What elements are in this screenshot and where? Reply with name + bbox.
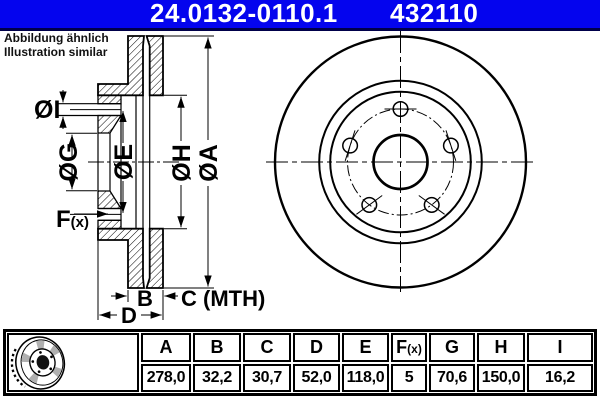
header-cell-c: C bbox=[243, 333, 291, 362]
label-dia-e: ØE bbox=[110, 144, 138, 180]
part-number: 24.0132-0110.1 bbox=[150, 0, 338, 28]
value-cell-b: 32,2 bbox=[193, 364, 241, 392]
header-cell-b: B bbox=[193, 333, 241, 362]
technical-drawing: ØA ØH ØE ØG ØI F(x) B C (MTH) D bbox=[34, 31, 535, 328]
brake-disc-icon bbox=[10, 335, 66, 390]
value-cell-f: 5 bbox=[391, 364, 427, 392]
label-dia-g: ØG bbox=[55, 143, 83, 182]
label-dia-a: ØA bbox=[195, 144, 223, 182]
value-cell-h: 150,0 bbox=[477, 364, 525, 392]
header-cell-a: A bbox=[141, 333, 191, 362]
note-line-en: Illustration similar bbox=[4, 44, 108, 59]
label-dia-h: ØH bbox=[168, 144, 196, 182]
label-c: C (MTH) bbox=[181, 286, 265, 311]
header-cell-i: I bbox=[527, 333, 593, 362]
front-view bbox=[266, 31, 535, 292]
dimension-labels: ØA ØH ØE ØG ØI F(x) B C (MTH) D bbox=[34, 96, 265, 328]
value-cell-g: 70,6 bbox=[429, 364, 475, 392]
value-cell-d: 52,0 bbox=[293, 364, 340, 392]
cross-section-view bbox=[58, 35, 180, 289]
note-line-de: Abbildung ähnlich bbox=[4, 31, 109, 45]
label-f: F(x) bbox=[56, 206, 89, 233]
header-cell-g: G bbox=[429, 333, 475, 362]
reference-number: 432110 bbox=[390, 0, 479, 28]
label-d: D bbox=[121, 303, 137, 328]
header-bar: 24.0132-0110.1 432110 bbox=[0, 0, 600, 31]
illustration-note: Abbildung ähnlich Illustration similar bbox=[4, 31, 109, 59]
header-cell-f: F(x) bbox=[391, 333, 427, 362]
value-cell-e: 118,0 bbox=[342, 364, 389, 392]
header-cell-d: D bbox=[293, 333, 340, 362]
value-cell-c: 30,7 bbox=[243, 364, 291, 392]
header-cell-e: E bbox=[342, 333, 389, 362]
product-thumbnail-cell bbox=[7, 333, 139, 392]
label-dia-i: ØI bbox=[34, 96, 60, 124]
header-cell-h: H bbox=[477, 333, 525, 362]
label-b: B bbox=[137, 286, 153, 311]
dimension-lines bbox=[59, 35, 214, 320]
dimension-table: A B C D E F(x) G H I 278,0 32,2 30,7 52,… bbox=[3, 329, 597, 396]
value-cell-i: 16,2 bbox=[527, 364, 593, 392]
value-cell-a: 278,0 bbox=[141, 364, 191, 392]
